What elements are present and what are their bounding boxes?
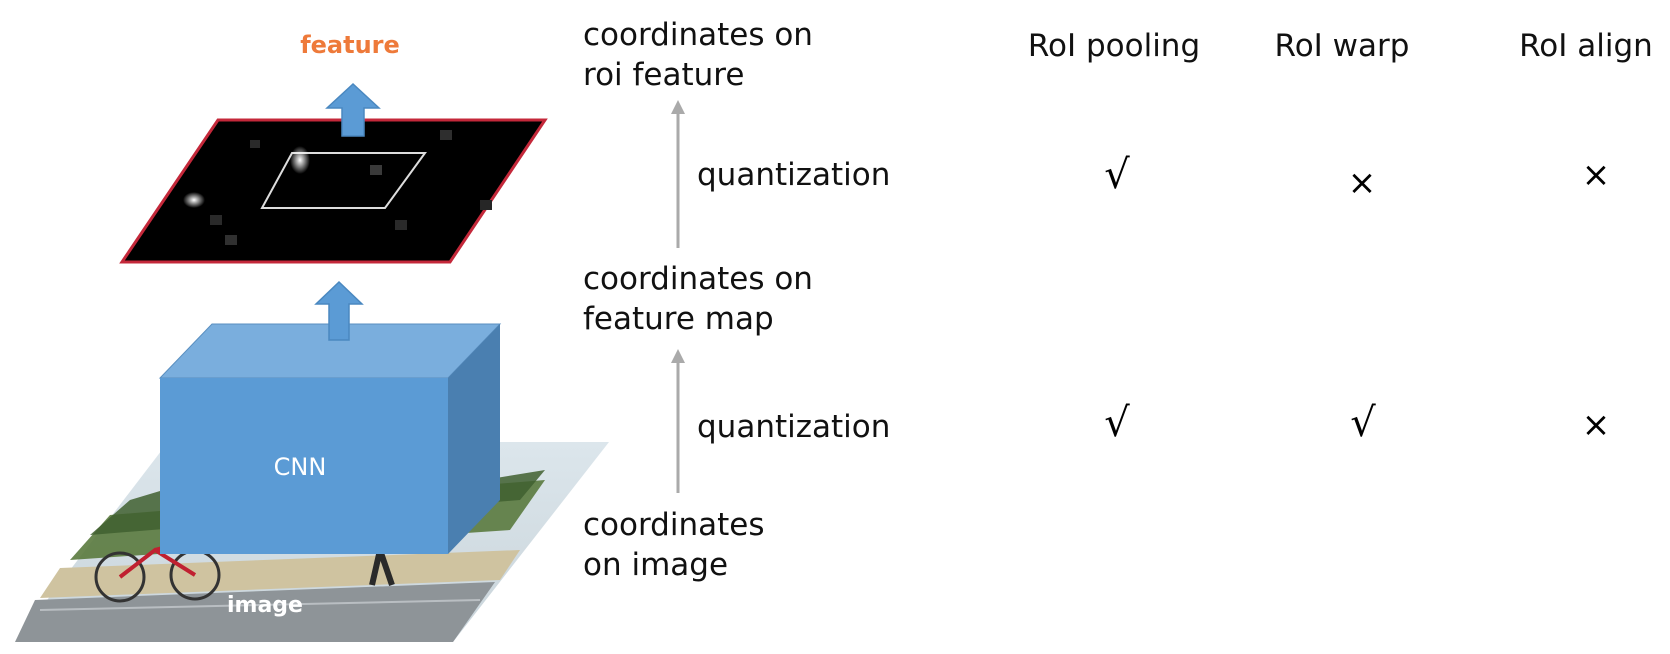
feature-label: feature	[300, 31, 400, 59]
coords-feature-map-line1: coordinates on	[583, 261, 813, 297]
mark-row1-roi-align: ×	[1581, 155, 1611, 195]
cnn-label: CNN	[273, 453, 327, 481]
coords-image-line2: on image	[583, 547, 729, 583]
mark-row2-roi-align: ×	[1581, 405, 1611, 445]
image-label: image	[227, 593, 303, 618]
mark-row1-roi-pooling: √	[1104, 152, 1130, 198]
feature-map-plane	[119, 118, 548, 264]
cnn-cube	[158, 323, 502, 554]
header-roi-warp: RoI warp	[1274, 28, 1410, 64]
feature-output-arrow	[325, 82, 381, 137]
pipeline-arrows	[671, 100, 685, 493]
mark-row2-roi-warp: √	[1350, 400, 1376, 446]
header-roi-pooling: RoI pooling	[1027, 28, 1201, 64]
cnn-to-feature-arrow	[314, 280, 364, 341]
mark-row1-roi-warp: ×	[1347, 163, 1377, 203]
quantization-upper-label: quantization	[697, 157, 891, 193]
mark-row2-roi-pooling: √	[1104, 400, 1130, 446]
coords-image-line1: coordinates	[583, 507, 765, 543]
quantization-lower-label: quantization	[697, 409, 891, 445]
coords-roi-feature-line1: coordinates on	[583, 17, 813, 53]
coords-roi-feature-line2: roi feature	[583, 57, 745, 93]
header-roi-align: RoI align	[1519, 28, 1653, 64]
coords-feature-map-line2: feature map	[583, 301, 774, 337]
